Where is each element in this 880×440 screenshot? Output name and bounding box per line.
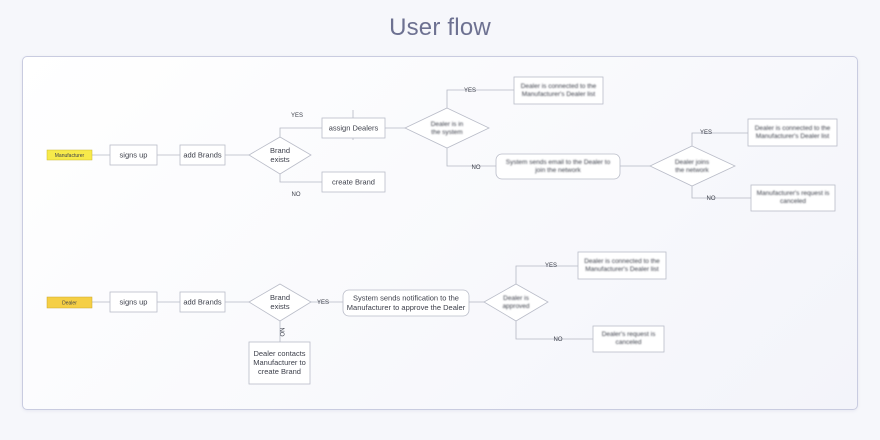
- node-label-line1: Dealer is connected to the: [521, 83, 597, 90]
- dealer-in-system-diamond: Dealer is in the system: [404, 107, 490, 149]
- node-label-line1: Brand: [270, 146, 290, 155]
- node-label-line1: Dealer is in: [431, 121, 464, 128]
- node-label-line1: Dealer is: [503, 295, 529, 302]
- node-label: create Brand: [332, 178, 375, 187]
- node-label-line2: exists: [270, 155, 289, 164]
- edge-label-yes: YES: [700, 130, 712, 136]
- assign-dealers-box: assign Dealers: [321, 117, 386, 139]
- node-label-line3: create Brand: [258, 367, 301, 376]
- manufacturer-add-brands-box: add Brands: [179, 144, 226, 166]
- node-label: assign Dealers: [329, 124, 379, 133]
- manufacturer-role-tag: Manufacturer: [46, 149, 93, 161]
- edge-label-no: NO: [472, 165, 481, 171]
- node-label-line1: Manufacturer's request is: [757, 190, 831, 197]
- node-label-line1: Dealer is connected to the: [584, 258, 660, 265]
- node-label-line2: canceled: [780, 198, 806, 205]
- dealer-role-label: Dealer: [62, 301, 77, 307]
- dealer-connectors: [92, 265, 593, 342]
- edge-label-yes: YES: [545, 263, 557, 269]
- node-label: add Brands: [183, 298, 222, 307]
- node-label-line2: Manufacturer's Dealer list: [522, 91, 596, 98]
- node-label-line1: Dealer contacts: [253, 349, 305, 358]
- node-label-line2: exists: [270, 302, 289, 311]
- manufacturer-role-label: Manufacturer: [55, 153, 85, 159]
- node-label-line2: Manufacturer to: [253, 358, 306, 367]
- manufacturer-flow: Manufacturer signs up add Brands Brand e…: [46, 76, 838, 212]
- node-label-line1: System sends email to the Dealer to: [506, 159, 611, 166]
- edge-label-yes: YES: [291, 113, 303, 119]
- node-label-line2: Manufacturer's Dealer list: [756, 133, 830, 140]
- manufacturer-signs-up-box: signs up: [109, 144, 158, 166]
- dealer-connected-box-top: Dealer is connected to the Manufacturer'…: [513, 76, 604, 105]
- dealer-brand-exists-diamond: Brand exists: [248, 283, 312, 322]
- node-label-line2: Manufacturer to approve the Dealer: [347, 303, 466, 312]
- node-label: signs up: [120, 151, 148, 160]
- dealer-connected-box-right: Dealer is connected to the Manufacturer'…: [747, 118, 838, 147]
- node-label-line1: Dealer's request is: [602, 331, 656, 338]
- node-label-line1: System sends notification to the: [353, 294, 459, 303]
- edge-label-no: NO: [707, 196, 716, 202]
- system-sends-email-box: System sends email to the Dealer to join…: [495, 153, 621, 180]
- edge-label-yes: YES: [464, 88, 476, 94]
- node-label-line1: Dealer joins: [675, 159, 710, 166]
- dealer-role-tag: Dealer: [46, 296, 93, 309]
- dealer-approved-diamond: Dealer is approved: [483, 283, 549, 322]
- manufacturer-request-canceled-box: Manufacturer's request is canceled: [750, 184, 836, 212]
- dealer-contacts-manufacturer-box: Dealer contacts Manufacturer to create B…: [248, 341, 311, 385]
- dealer-connected-box: Dealer is connected to the Manufacturer'…: [577, 251, 667, 280]
- dealer-add-brands-box: add Brands: [179, 291, 226, 313]
- node-label-line2: canceled: [615, 339, 641, 346]
- node-label-line2: join the network: [534, 167, 581, 174]
- page-title: User flow: [389, 14, 491, 41]
- dealer-joins-diamond: Dealer joins the network: [649, 145, 736, 187]
- edge-label-no: NO: [278, 328, 284, 337]
- node-label-line2: Manufacturer's Dealer list: [585, 266, 659, 273]
- node-label-line2: the network: [675, 167, 709, 174]
- dealer-signs-up-box: signs up: [109, 291, 158, 313]
- node-label: signs up: [120, 298, 148, 307]
- create-brand-box: create Brand: [321, 171, 386, 193]
- manufacturer-brand-exists-diamond: Brand exists: [248, 136, 312, 175]
- dealer-flow: Dealer signs up add Brands Brand exists …: [46, 251, 667, 385]
- node-label-line1: Dealer is connected to the: [755, 125, 831, 132]
- edge-label-yes: YES: [317, 300, 329, 306]
- dealer-request-canceled-box: Dealer's request is canceled: [592, 325, 665, 353]
- node-label-line2: approved: [502, 303, 529, 310]
- node-label-line1: Brand: [270, 293, 290, 302]
- manufacturer-connectors: [92, 89, 751, 199]
- node-label: add Brands: [183, 151, 222, 160]
- edge-label-no: NO: [292, 192, 301, 198]
- node-label-line2: the system: [431, 129, 462, 136]
- edge-label-no: NO: [554, 337, 563, 343]
- system-sends-notification-box: System sends notification to the Manufac…: [342, 289, 470, 317]
